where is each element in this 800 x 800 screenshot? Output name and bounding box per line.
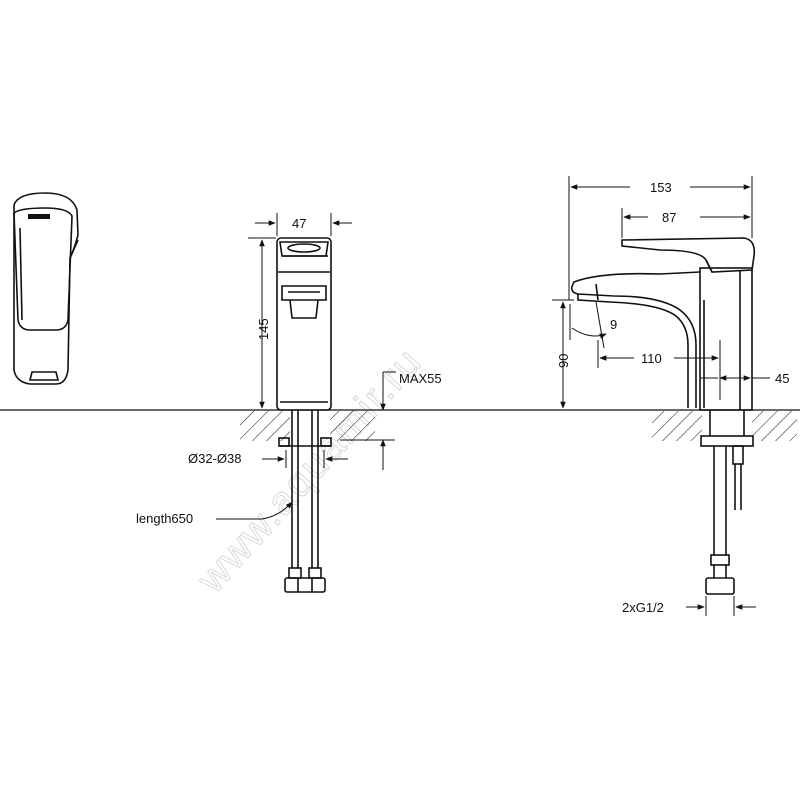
body-width-label: 45	[775, 371, 789, 386]
dim-width-47	[255, 213, 352, 236]
spout-height-label: 90	[556, 354, 571, 368]
overall-depth-label: 153	[650, 180, 672, 195]
dim-connection	[686, 596, 756, 616]
dim-angle-9	[569, 301, 607, 349]
watermark-text: www.aquamir.ru	[188, 339, 431, 601]
connection-label: 2xG1/2	[622, 600, 664, 615]
front-width-label: 47	[292, 216, 306, 231]
dim-handle-87	[621, 208, 751, 238]
dim-height-145	[248, 237, 276, 409]
hole-diameter-label: Ø32-Ø38	[188, 451, 241, 466]
dim-depth-153	[568, 176, 753, 300]
dim-reach-110	[597, 340, 721, 400]
front-view-faucet	[276, 237, 332, 593]
handle-length-label: 87	[662, 210, 676, 225]
dim-max55	[340, 371, 396, 470]
handle-perspective-icon	[13, 192, 79, 385]
spout-reach-label: 110	[641, 351, 662, 366]
dim-hole-diameter	[262, 450, 348, 468]
max-thickness-label: MAX55	[399, 371, 442, 386]
dim-height-90	[552, 299, 574, 409]
hose-length-leader	[216, 501, 293, 520]
countertop	[0, 409, 800, 441]
side-view-faucet	[570, 237, 756, 595]
front-height-label: 145	[256, 318, 271, 340]
hose-length-label: length650	[136, 511, 193, 526]
angle-label: 9	[610, 317, 617, 332]
